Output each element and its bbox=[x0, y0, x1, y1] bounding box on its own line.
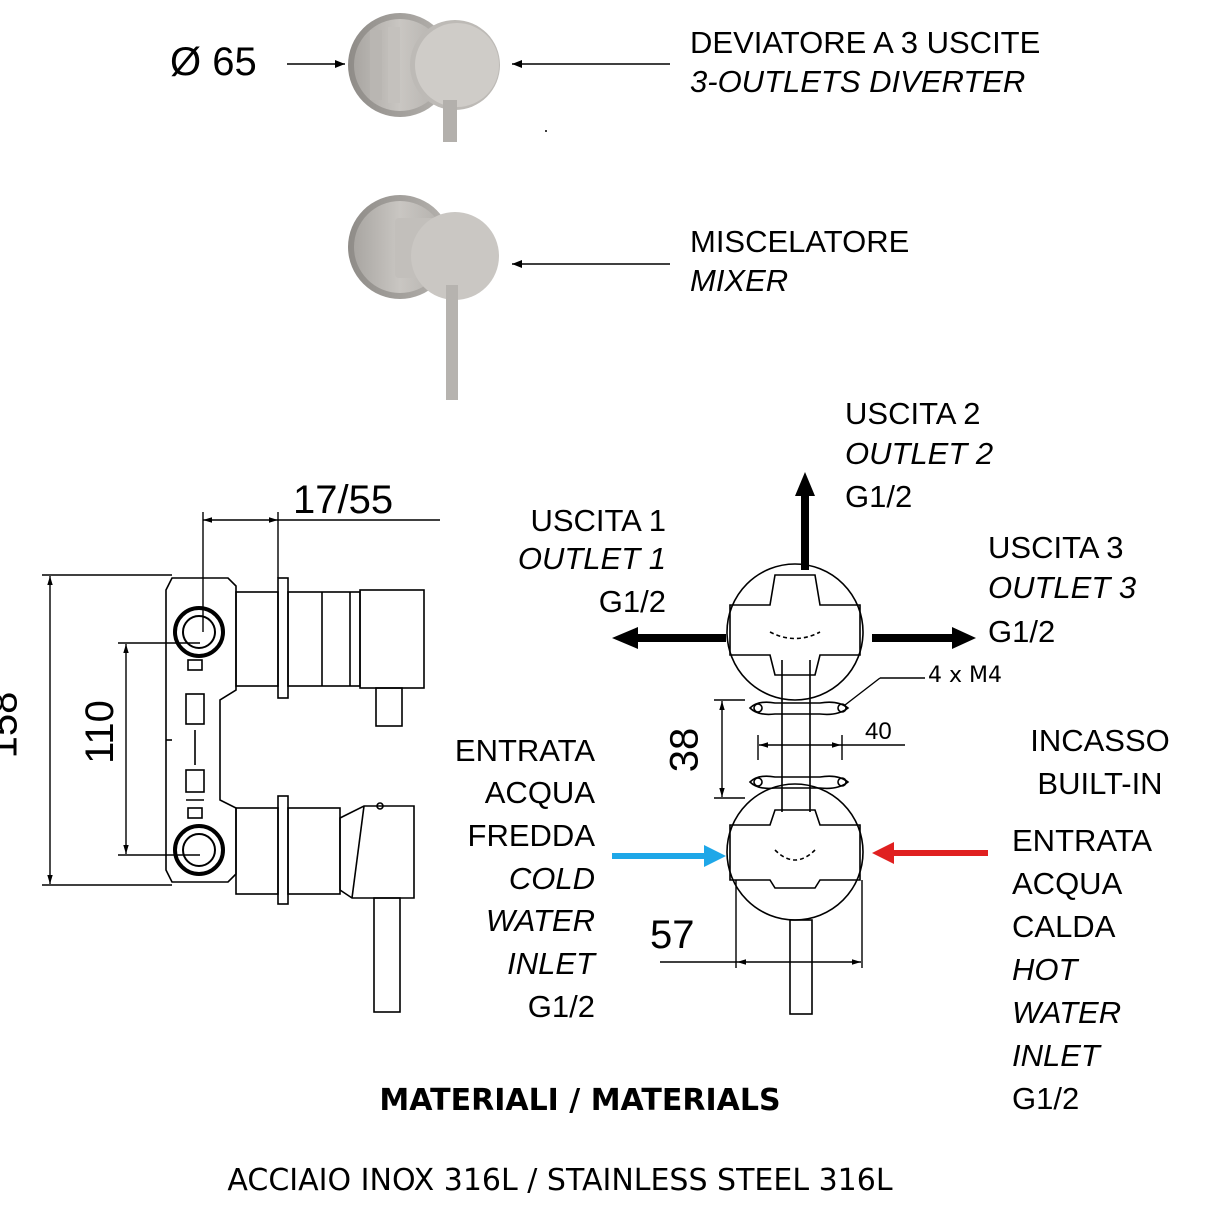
outlet-1-label-en: OUTLET 1 bbox=[517, 541, 666, 576]
outlet-1-thread: G1/2 bbox=[598, 584, 666, 619]
outlet-1-label-it: USCITA 1 bbox=[530, 503, 666, 538]
dimension-hole-spacing: 40 bbox=[865, 718, 892, 745]
builtin-label-en: BUILT-IN bbox=[1037, 766, 1163, 801]
cold-inlet-label-2: ACQUA bbox=[484, 775, 595, 810]
cold-inlet-label-en-2: WATER bbox=[485, 903, 595, 938]
cold-inlet-label-en-3: INLET bbox=[507, 946, 595, 981]
builtin-label-it: INCASSO bbox=[1030, 723, 1170, 758]
mixer-render bbox=[348, 195, 499, 400]
mixer-label-en: MIXER bbox=[690, 263, 789, 298]
dimension-depth: 17/55 bbox=[293, 478, 394, 522]
outlet-arrows bbox=[612, 472, 976, 649]
dimension-width: 57 bbox=[650, 913, 695, 957]
cold-inlet-label-1: ENTRATA bbox=[454, 733, 595, 768]
hot-inlet-arrowhead bbox=[872, 842, 894, 864]
front-dimensions bbox=[660, 677, 925, 968]
cold-inlet-arrow bbox=[612, 853, 707, 859]
outlet-2-thread: G1/2 bbox=[845, 479, 913, 514]
dimension-height-inlets: 110 bbox=[77, 700, 122, 764]
dimension-height-total: 158 bbox=[0, 691, 26, 759]
diverter-label-en: 3-OUTLETS DIVERTER bbox=[690, 64, 1026, 99]
hot-inlet-label-1: ENTRATA bbox=[1012, 823, 1153, 858]
outlet-2-label-it: USCITA 2 bbox=[845, 396, 981, 431]
side-view bbox=[165, 577, 425, 1013]
dimension-pitch: 38 bbox=[662, 727, 707, 773]
outlet-3-thread: G1/2 bbox=[988, 614, 1056, 649]
materials-heading: MATERIALI / MATERIALS bbox=[379, 1083, 781, 1118]
diverter-render bbox=[348, 13, 500, 142]
outlet-2-label-en: OUTLET 2 bbox=[845, 436, 994, 471]
inlet-arrows bbox=[612, 842, 988, 867]
screws-label: 4 x M4 bbox=[928, 663, 1002, 688]
side-dimensions bbox=[42, 512, 440, 886]
outlet-3-label-it: USCITA 3 bbox=[988, 530, 1124, 565]
hot-inlet-label-en-1: HOT bbox=[1012, 952, 1078, 987]
outlet-3-label-en: OUTLET 3 bbox=[988, 570, 1137, 605]
cold-inlet-label-3: FREDDA bbox=[467, 818, 595, 853]
cold-inlet-label-en-1: COLD bbox=[508, 861, 595, 896]
diameter-label: Ø 65 bbox=[170, 40, 257, 84]
hot-inlet-label-3: CALDA bbox=[1012, 909, 1116, 944]
hot-inlet-thread: G1/2 bbox=[1012, 1081, 1080, 1116]
mixer-label-it: MISCELATORE bbox=[690, 224, 910, 259]
materials-value: ACCIAIO INOX 316L / STAINLESS STEEL 316L bbox=[227, 1163, 893, 1198]
hot-inlet-label-en-2: WATER bbox=[1012, 995, 1122, 1030]
cold-inlet-thread: G1/2 bbox=[527, 989, 595, 1024]
cold-inlet-arrowhead bbox=[704, 845, 726, 867]
hot-inlet-label-2: ACQUA bbox=[1012, 866, 1123, 901]
diverter-label-it: DEVIATORE A 3 USCITE bbox=[690, 25, 1041, 60]
front-view bbox=[726, 563, 864, 1015]
hot-inlet-label-en-3: INLET bbox=[1012, 1038, 1100, 1073]
hot-inlet-arrow bbox=[893, 850, 988, 856]
